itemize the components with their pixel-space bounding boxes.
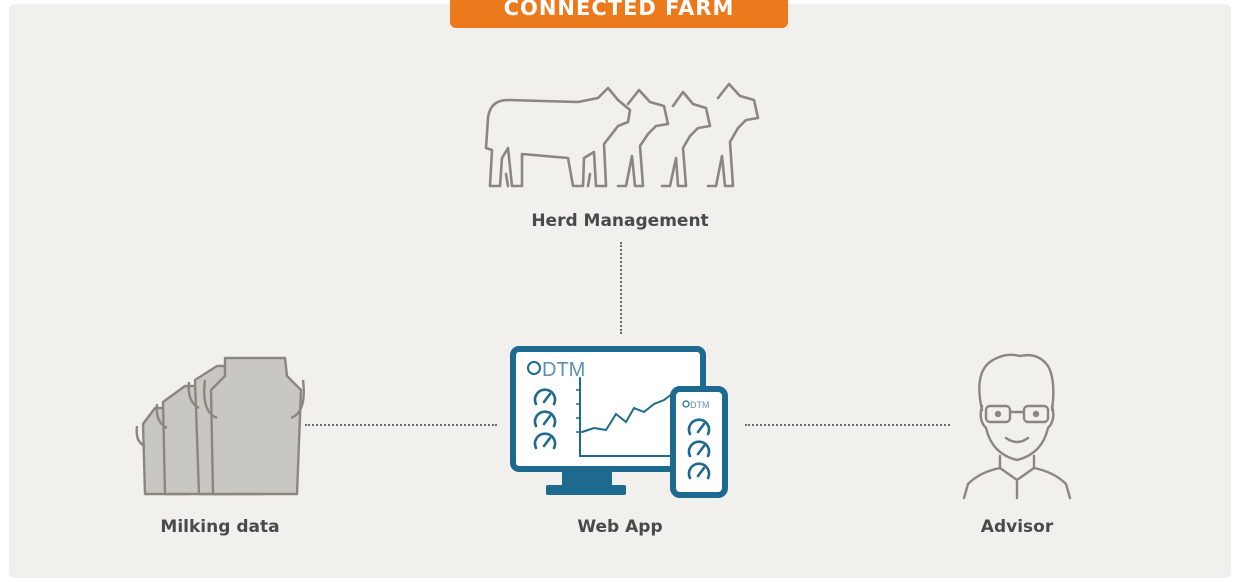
milking-data-label: Milking data bbox=[160, 517, 280, 537]
banner-title: CONNECTED FARM bbox=[450, 0, 788, 28]
phone-gauge-1 bbox=[687, 418, 711, 436]
gauge-3 bbox=[533, 432, 557, 450]
cows-icon bbox=[484, 82, 760, 188]
connector-webapp-advisor bbox=[745, 424, 950, 426]
phone-gauge-2 bbox=[687, 440, 711, 458]
dtm-logo: DTM bbox=[542, 359, 585, 381]
gauge-2 bbox=[533, 410, 557, 428]
phone-gauge-3 bbox=[687, 462, 711, 480]
web-app-label: Web App bbox=[577, 517, 663, 537]
person-icon bbox=[962, 353, 1072, 500]
milk-cans-icon bbox=[135, 356, 305, 496]
advisor-label: Advisor bbox=[980, 517, 1054, 537]
dtm-logo-small: DTM bbox=[690, 400, 710, 410]
gauge-1 bbox=[533, 388, 557, 406]
monitor-phone-icon: DTM DTM bbox=[510, 346, 728, 498]
connector-herd-webapp bbox=[620, 242, 622, 334]
connector-milking-webapp bbox=[305, 424, 497, 426]
trend-line bbox=[581, 393, 673, 433]
herd-management-label: Herd Management bbox=[531, 211, 709, 231]
